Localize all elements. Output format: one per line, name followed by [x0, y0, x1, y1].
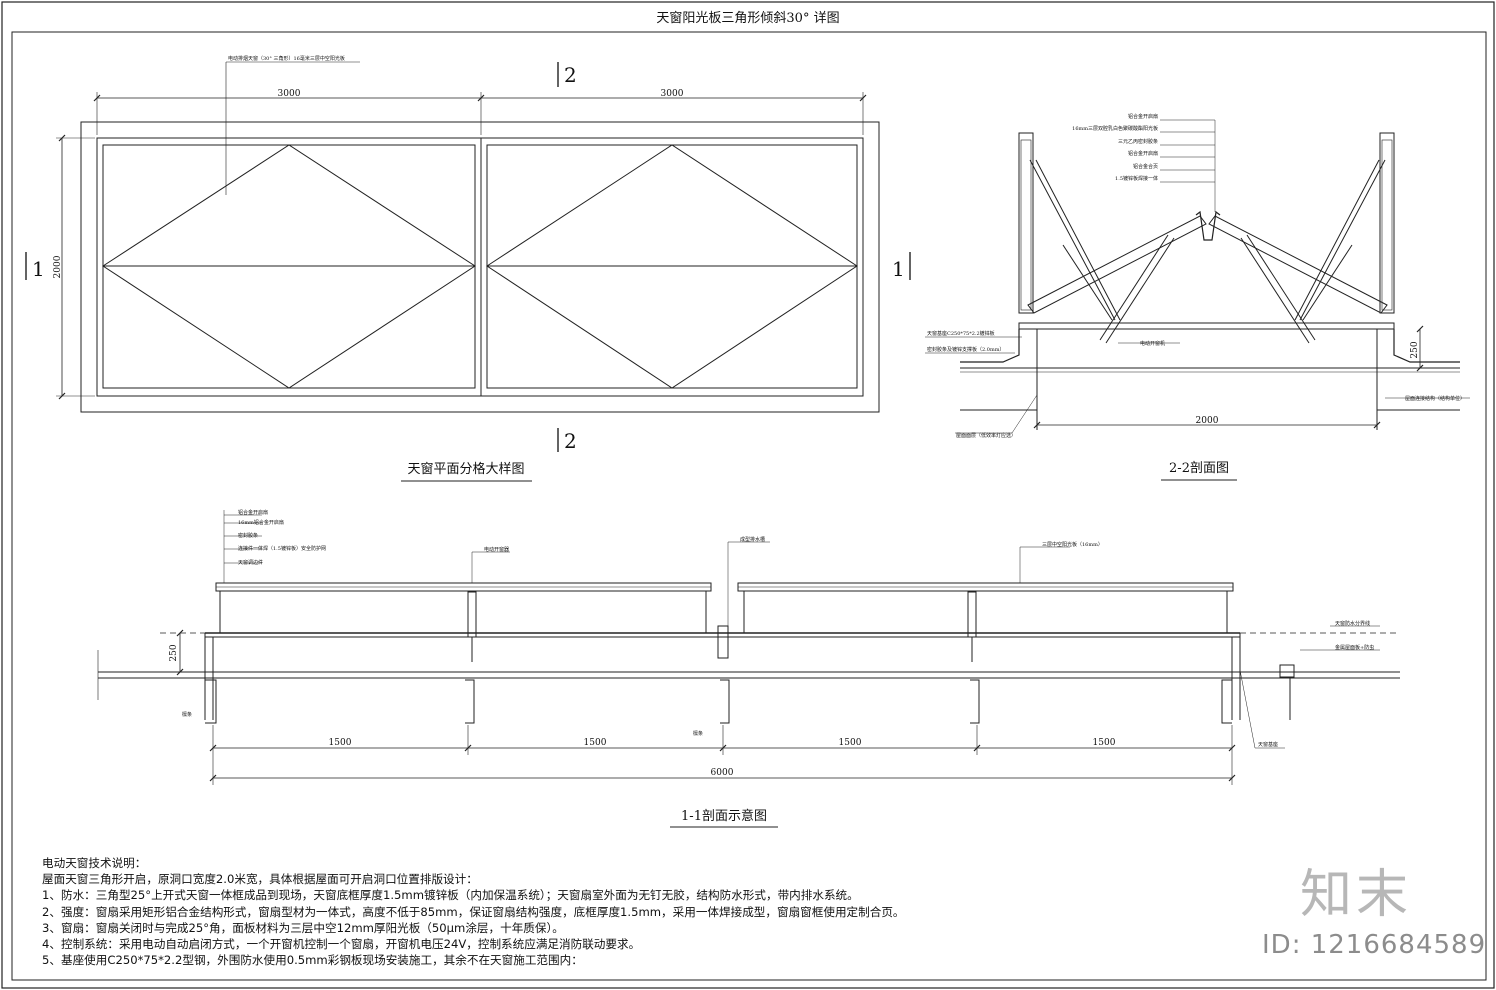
s11-label-purlin: 檩条 [182, 711, 192, 718]
section-mark-1-left: 1 [32, 257, 45, 281]
s11-label-base: 天窗基座 [1258, 741, 1278, 748]
s11-label-panel: 三层中空阳光板（16mm） [1042, 541, 1103, 548]
s22-label-motor: 电动开窗机 [1140, 340, 1165, 347]
section-mark-1-right: 1 [892, 257, 905, 281]
section-mark-2-bottom: 2 [564, 429, 577, 453]
inner-border [11, 31, 1487, 981]
section-22-labels: 铝合金开启扇 16mm三层双腔乳白色聚碳酸酯阳光板 三元乙丙密封胶条 铝合金开启… [927, 113, 1465, 476]
notes-line-5: 5、基座使用C250*75*2.2型钢，外围防水使用0.5mm彩钢板现场安装施工… [42, 953, 583, 968]
plan-dim-right: 3000 [661, 89, 684, 99]
plan-dim-left: 3000 [278, 89, 301, 99]
plan-callout: 电动排烟天窗（30° 三角形）16毫米三层中空阳光板 [228, 55, 345, 62]
s11-dim-height: 250 [169, 644, 179, 661]
s11-label-3: 密封胶条 [238, 532, 258, 539]
section-22 [925, 119, 1470, 481]
s22-label-2: 16mm三层双腔乳白色聚碳酸酯阳光板 [1072, 125, 1158, 132]
section-11-labels: 铝合金开启扇 16mm铝合金开启扇 密封胶条 连接件一体焊（1.5镀锌板）安全防… [169, 509, 1374, 824]
section-mark-2-top: 2 [564, 63, 577, 87]
s22-label-roof: 屋面面层（低效率灯应选） [956, 432, 1016, 439]
s11-label-purlin2: 檩条 [693, 730, 703, 737]
s22-caption: 2-2剖面图 [1169, 461, 1229, 476]
s22-dim-width: 2000 [1196, 416, 1219, 426]
s11-dim-4: 1500 [1093, 738, 1116, 748]
section-11 [97, 510, 1400, 828]
notes-line-2: 2、强度：窗扇采用矩形铝合金结构形式，窗扇型材为一体式，高度不低于85mm，保证… [42, 904, 905, 919]
notes-line-1: 1、防水：三角型25°上开式天窗一体框成品到现场，天窗底框厚度1.5mm镀锌板（… [42, 888, 859, 903]
notes-line-0: 屋面天窗三角形开启，原洞口宽度2.0米宽，具体根据屋面可开启洞口位置排版设计： [42, 872, 478, 887]
s11-dim-1: 1500 [329, 738, 352, 748]
plan-caption: 天窗平面分格大样图 [407, 461, 524, 477]
s22-label-6: 1.5镀锌板焊接一体 [1115, 175, 1158, 182]
plan-view [25, 61, 911, 482]
s11-label-1: 铝合金开启扇 [238, 509, 268, 516]
technical-notes: 电动天窗技术说明： 屋面天窗三角形开启，原洞口宽度2.0米宽，具体根据屋面可开启… [42, 855, 1192, 968]
s22-label-structure: 屋面连接结构（结构单位） [1405, 395, 1465, 402]
sheet-title: 天窗阳光板三角形倾斜30° 详图 [656, 10, 839, 26]
notes-line-3: 3、窗扇：窗扇关闭时与完成25°角，面板材料为三层中空12mm厚阳光板（50μm… [42, 920, 564, 935]
s11-label-5: 天窗调边件 [238, 559, 263, 566]
s11-label-gutter: 成型排水槽 [740, 536, 765, 543]
s22-label-seal: 密封胶条及镀锌支撑板（2.0mm） [927, 346, 1004, 353]
watermark-logo: 知末 [1300, 865, 1413, 925]
s22-label-4: 铝合金开启扇 [1128, 150, 1158, 157]
s11-label-motor: 电动开窗器 [484, 546, 509, 553]
s11-label-right1: 天窗防水分界线 [1335, 620, 1370, 627]
s11-label-right2: 金属屋面板+防虫 [1335, 644, 1374, 651]
s22-label-base: 天窗基座C250*75*2.2镀锌板 [927, 330, 995, 337]
s22-label-3: 三元乙丙密封胶条 [1118, 138, 1158, 145]
s22-label-1: 铝合金开启扇 [1128, 113, 1158, 120]
notes-title: 电动天窗技术说明： [42, 856, 147, 870]
s11-caption: 1-1剖面示意图 [681, 808, 767, 824]
notes-line-4: 4、控制系统：采用电动自动启闭方式，一个开窗机控制一个窗扇，开窗机电压24V，控… [42, 937, 641, 952]
s11-dim-3: 1500 [839, 738, 862, 748]
s11-dim-total: 6000 [711, 768, 734, 778]
s11-dim-2: 1500 [584, 738, 607, 748]
plan-dim-height: 2000 [53, 255, 63, 278]
s22-label-5: 铝合金合页 [1133, 163, 1158, 170]
s11-label-4: 连接件一体焊（1.5镀锌板）安全防护网 [238, 545, 326, 552]
watermark-id: ID: 1216684589 [1262, 930, 1487, 960]
s22-dim-height: 250 [1410, 341, 1420, 358]
s11-label-2: 16mm铝合金开启扇 [238, 519, 284, 526]
